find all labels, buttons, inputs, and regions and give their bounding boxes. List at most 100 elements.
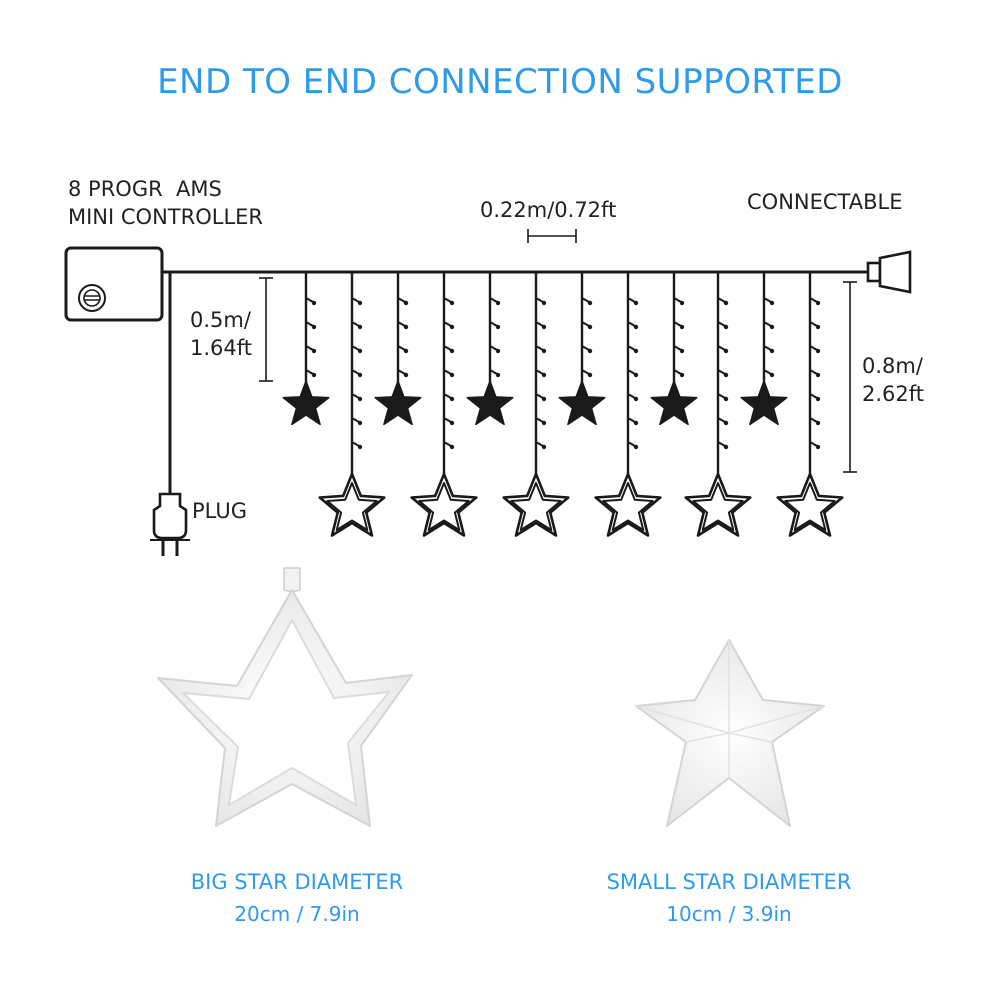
led-bulb [581,345,590,351]
big-star-inner [510,482,562,531]
small-star-icon [282,380,330,426]
led-bulb-tip [541,348,547,354]
led-bulb [717,345,726,351]
led-bulb [305,369,314,375]
led-bulb-tip [357,324,363,330]
led-bulb-tip [449,324,455,330]
small-star-image [635,639,825,827]
big-star-caption: BIG STAR DIAMETER [190,870,404,894]
led-bulb [351,297,360,303]
led-bulb [581,369,590,375]
led-bulb-tip [633,396,639,402]
led-bulb-tip [815,300,821,306]
led-bulb [443,393,452,399]
led-bulb-tip [449,420,455,426]
led-bulb-tip [311,348,317,354]
led-bulb [351,417,360,423]
led-bulb [627,345,636,351]
led-bulb [535,393,544,399]
led-bulb [443,321,452,327]
connector-icon [866,250,912,294]
led-bulb-tip [815,444,821,450]
led-bulb-tip [403,324,409,330]
led-bulb-tip [541,396,547,402]
led-bulb-tip [815,348,821,354]
led-bulb [489,369,498,375]
small-star-icon [466,380,514,426]
led-bulb [351,369,360,375]
led-bulb-tip [633,348,639,354]
plug-label: PLUG [192,499,247,523]
led-bulb [809,441,818,447]
small-star-icon [740,380,788,426]
led-bulb-tip [541,420,547,426]
big-star-icon [776,472,844,537]
led-bulb-tip [815,324,821,330]
led-bulb-tip [587,300,593,306]
controller-label-line2: MINI CONTROLLER [68,205,263,229]
led-bulb-tip [633,372,639,378]
led-bulb [717,369,726,375]
led-bulb-tip [357,396,363,402]
led-bulb [763,297,772,303]
led-bulb-tip [723,324,729,330]
led-bulb-tip [311,300,317,306]
led-bulb-tip [769,372,775,378]
led-bulb [627,297,636,303]
led-bulb [627,417,636,423]
led-bulb [351,441,360,447]
led-bulb [627,369,636,375]
big-star-inner [784,482,836,531]
led-bulb-tip [357,420,363,426]
short-drop-label-line2: 1.64ft [190,336,253,360]
led-bulb [443,441,452,447]
connectable-label: CONNECTABLE [747,190,903,214]
big-star-image [157,567,413,827]
led-bulb [489,321,498,327]
star-drops [282,272,844,537]
led-bulb-tip [633,300,639,306]
led-bulb-tip [587,348,593,354]
led-bulb [627,393,636,399]
plug-icon [150,492,190,556]
led-bulb [717,393,726,399]
small-star-caption: SMALL STAR DIAMETER [606,870,852,894]
led-bulb-tip [449,444,455,450]
led-bulb-tip [723,372,729,378]
big-star-icon [318,472,386,537]
big-star-inner [326,482,378,531]
led-bulb [763,369,772,375]
led-bulb [443,297,452,303]
led-bulb [627,441,636,447]
led-bulb [717,297,726,303]
controller-icon [64,246,164,322]
big-star-icon [594,472,662,537]
led-bulb-tip [403,348,409,354]
led-bulb [397,369,406,375]
led-bulb [489,345,498,351]
led-bulb [489,297,498,303]
led-bulb-tip [723,300,729,306]
led-bulb [673,369,682,375]
led-bulb-tip [633,420,639,426]
led-bulb-tip [449,348,455,354]
page-title: END TO END CONNECTION SUPPORTED [157,62,843,102]
led-bulb-tip [723,420,729,426]
led-bulb-tip [449,372,455,378]
big-star-icon [410,472,478,537]
led-bulb [581,321,590,327]
led-bulb [535,417,544,423]
led-bulb [809,369,818,375]
led-bulb-tip [633,444,639,450]
led-bulb-tip [679,372,685,378]
led-bulb [673,297,682,303]
led-bulb [351,321,360,327]
led-bulb-tip [679,324,685,330]
led-bulb-tip [679,300,685,306]
led-bulb [673,321,682,327]
led-bulb-tip [633,324,639,330]
led-bulb-tip [311,372,317,378]
led-bulb [809,345,818,351]
